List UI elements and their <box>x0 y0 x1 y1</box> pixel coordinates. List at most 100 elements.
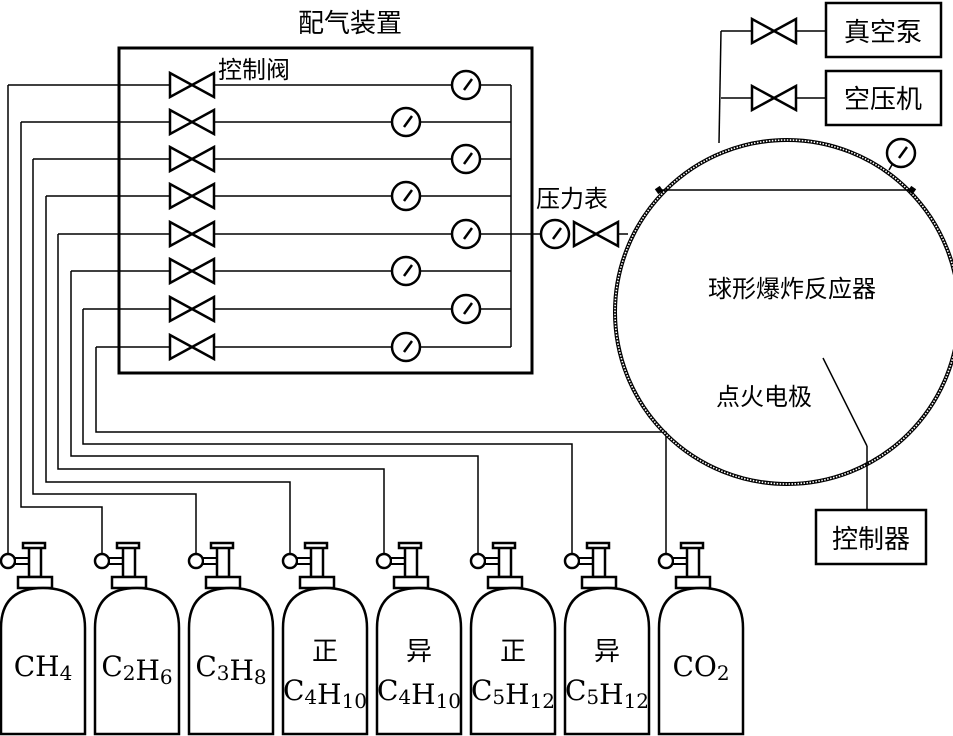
air-compressor-label: 空压机 <box>844 85 922 115</box>
valve-row <box>33 143 511 175</box>
cylinder-neck <box>392 575 430 590</box>
cylinder-valve-handle-icon <box>115 541 141 550</box>
cylinder-body <box>0 586 87 736</box>
cylinder-valve-stem <box>497 545 513 579</box>
cylinder-prefix-label: 正 <box>312 637 338 667</box>
cylinder-valve-handle-icon <box>491 541 517 550</box>
gauge-needle <box>462 227 474 240</box>
cylinder-neck <box>298 575 336 590</box>
air-compressor-box <box>824 69 943 127</box>
cylinder-neck <box>110 575 148 590</box>
gauge-needle <box>402 189 414 202</box>
cylinder-prefix-label: 异 <box>594 637 620 667</box>
outlet-pressure-gauge-icon <box>539 218 571 250</box>
cylinder-valve-handle-icon <box>585 541 611 550</box>
gas-cylinder: CO2 <box>657 541 745 736</box>
pressure-gauge-label: 压力表 <box>536 185 608 213</box>
vacuum-pump-box <box>824 1 943 59</box>
cylinder-body <box>657 586 745 736</box>
vacuum-pump-valve-icon <box>750 16 798 46</box>
pressure-gauge-icon <box>390 180 422 212</box>
cylinder-connector-icon <box>657 552 675 570</box>
pressure-gauge-icon <box>450 69 482 101</box>
valve-row <box>96 331 511 363</box>
gas-cylinder: C3H8 <box>187 541 275 736</box>
cylinder-prefix-label: 异 <box>406 637 432 667</box>
gauge-needle <box>402 115 414 128</box>
feed-pipe <box>57 234 385 557</box>
gauge-needle <box>402 340 414 353</box>
gas-mixing-device-title: 配气装置 <box>298 9 402 39</box>
cylinder-body <box>469 586 557 736</box>
control-valve-label: 控制阀 <box>218 56 290 84</box>
cylinder-body <box>563 586 651 736</box>
cylinder-gas-formula: CH4 <box>14 650 73 685</box>
control-valve-icon <box>168 332 216 362</box>
feed-pipe <box>82 309 573 557</box>
reactor-pressure-gauge-icon <box>885 137 917 169</box>
spherical-explosion-reactor <box>613 138 953 486</box>
ignition-electrode-label: 点火电极 <box>716 383 812 411</box>
feed-pipe <box>70 271 479 557</box>
cylinder-connector-icon <box>469 552 487 570</box>
feed-pipe <box>20 122 103 557</box>
control-valve-icon <box>168 294 216 324</box>
pressure-gauge-icon <box>390 255 422 287</box>
vacuum-pump-label: 真空泵 <box>844 18 922 48</box>
reactor-label: 球形爆炸反应器 <box>708 275 876 303</box>
pressure-gauge-icon <box>390 106 422 138</box>
control-valve-icon <box>168 219 216 249</box>
cylinder-connector-icon <box>93 552 111 570</box>
cylinder-valve-stem <box>27 545 43 579</box>
pressure-gauge-icon <box>450 293 482 325</box>
controller-label: 控制器 <box>832 525 910 555</box>
cylinder-connector-icon <box>563 552 581 570</box>
cylinder-gas-formula: C2H6 <box>101 650 172 689</box>
cylinder-valve-stem <box>403 545 419 579</box>
cylinder-gas-formula: C5H12 <box>565 674 649 713</box>
cylinder-valve-handle-icon <box>303 541 329 550</box>
cylinder-valve-stem <box>121 545 137 579</box>
pressure-gauge-icon <box>390 331 422 363</box>
cylinder-neck <box>580 575 618 590</box>
cylinder-body <box>93 586 181 736</box>
cylinder-gas-formula: CO2 <box>672 650 729 685</box>
cylinder-prefix-label: 正 <box>500 637 526 667</box>
controller-box <box>814 508 928 566</box>
pressure-gauge-icon <box>450 143 482 175</box>
cylinder-valve-stem <box>215 545 231 579</box>
gas-cylinder: 异 C4H10 <box>375 541 463 736</box>
valve-row <box>46 180 511 212</box>
gas-cylinder: 正 C5H12 <box>469 541 557 736</box>
pressure-gauge-icon <box>450 218 482 250</box>
control-valve-icon <box>168 70 216 100</box>
feed-pipe <box>32 159 197 557</box>
cylinder-body <box>375 586 463 736</box>
gas-cylinder: C2H6 <box>93 541 181 736</box>
cylinder-valve-handle-icon <box>21 541 47 550</box>
gas-mixing-device-box <box>117 46 534 375</box>
control-valve-icon <box>168 144 216 174</box>
cylinder-connector-icon <box>187 552 205 570</box>
cylinder-connector-icon <box>0 552 17 570</box>
feed-pipe <box>95 347 667 557</box>
cylinder-neck <box>16 575 54 590</box>
ignition-electrode <box>822 357 868 447</box>
cylinder-valve-handle-icon <box>209 541 235 550</box>
cylinder-gas-formula: C4H10 <box>377 674 461 713</box>
gauge-needle <box>462 152 474 165</box>
valve-row <box>58 218 511 250</box>
control-valve-icon <box>168 256 216 286</box>
outlet-valve-icon <box>572 219 620 249</box>
cylinder-connector-icon <box>281 552 299 570</box>
cylinder-body <box>281 586 369 736</box>
cylinder-valve-handle-icon <box>679 541 705 550</box>
cylinder-gas-formula: C3H8 <box>195 650 266 689</box>
cylinder-neck <box>486 575 524 590</box>
cylinder-gas-formula: C5H12 <box>471 674 555 713</box>
gauge-needle <box>462 78 474 91</box>
feed-pipe <box>45 196 291 557</box>
cylinder-valve-stem <box>591 545 607 579</box>
